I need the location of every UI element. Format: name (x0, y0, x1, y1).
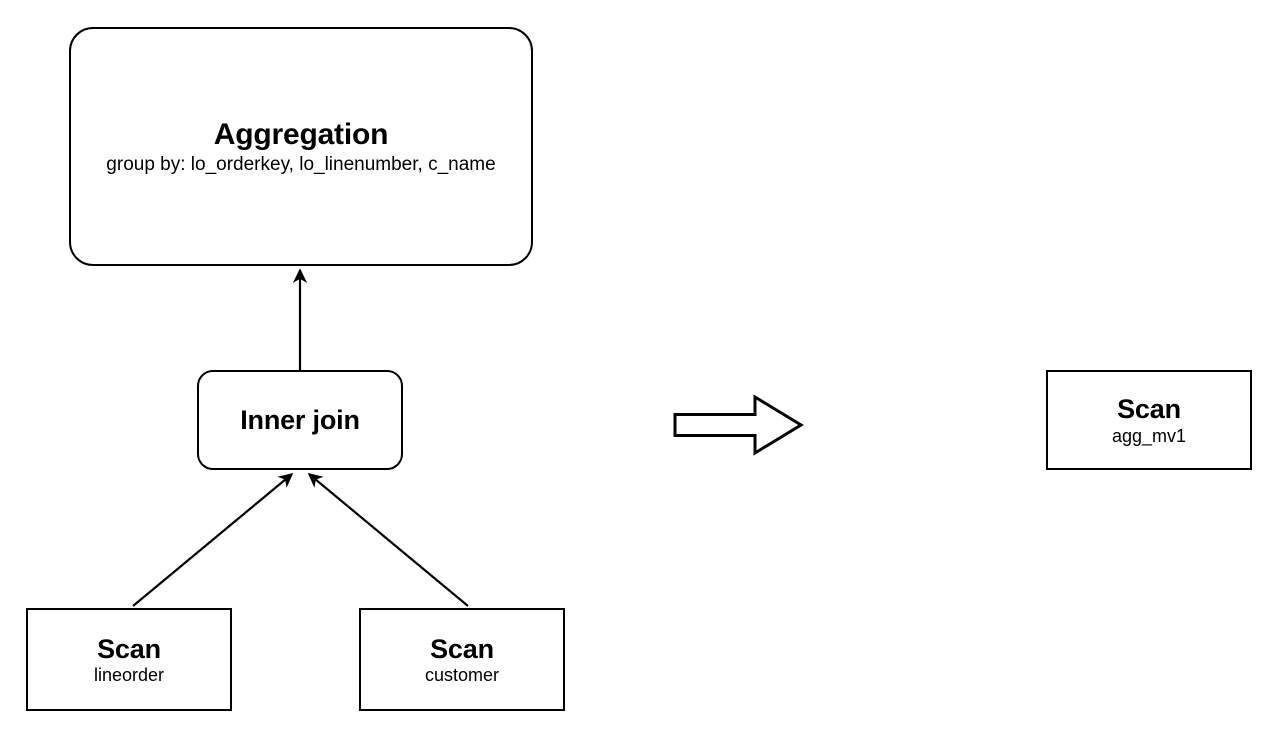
node-aggregation-title: Aggregation (213, 117, 389, 151)
node-inner-join-title: Inner join (240, 404, 360, 435)
node-inner-join[interactable]: Inner join (197, 370, 403, 470)
edge-scan-customer-to-innerjoin (307, 472, 469, 607)
node-scan-lineorder-title: Scan (97, 633, 161, 664)
node-scan-customer-title: Scan (430, 633, 494, 664)
node-scan-customer[interactable]: Scan customer (359, 608, 565, 711)
node-aggregation-subtitle: group by: lo_orderkey, lo_linenumber, c_… (106, 154, 496, 176)
node-scan-agg-mv1[interactable]: Scan agg_mv1 (1046, 370, 1252, 470)
node-scan-agg-mv1-subtitle: agg_mv1 (1111, 425, 1187, 446)
block-arrow-right-icon (673, 394, 804, 456)
node-scan-agg-mv1-title: Scan (1117, 394, 1181, 425)
edge-scan-lineorder-to-innerjoin (132, 472, 294, 607)
node-aggregation[interactable]: Aggregation group by: lo_orderkey, lo_li… (69, 27, 533, 266)
node-scan-lineorder[interactable]: Scan lineorder (26, 608, 232, 711)
node-scan-lineorder-subtitle: lineorder (93, 665, 165, 686)
node-scan-customer-subtitle: customer (424, 665, 500, 686)
